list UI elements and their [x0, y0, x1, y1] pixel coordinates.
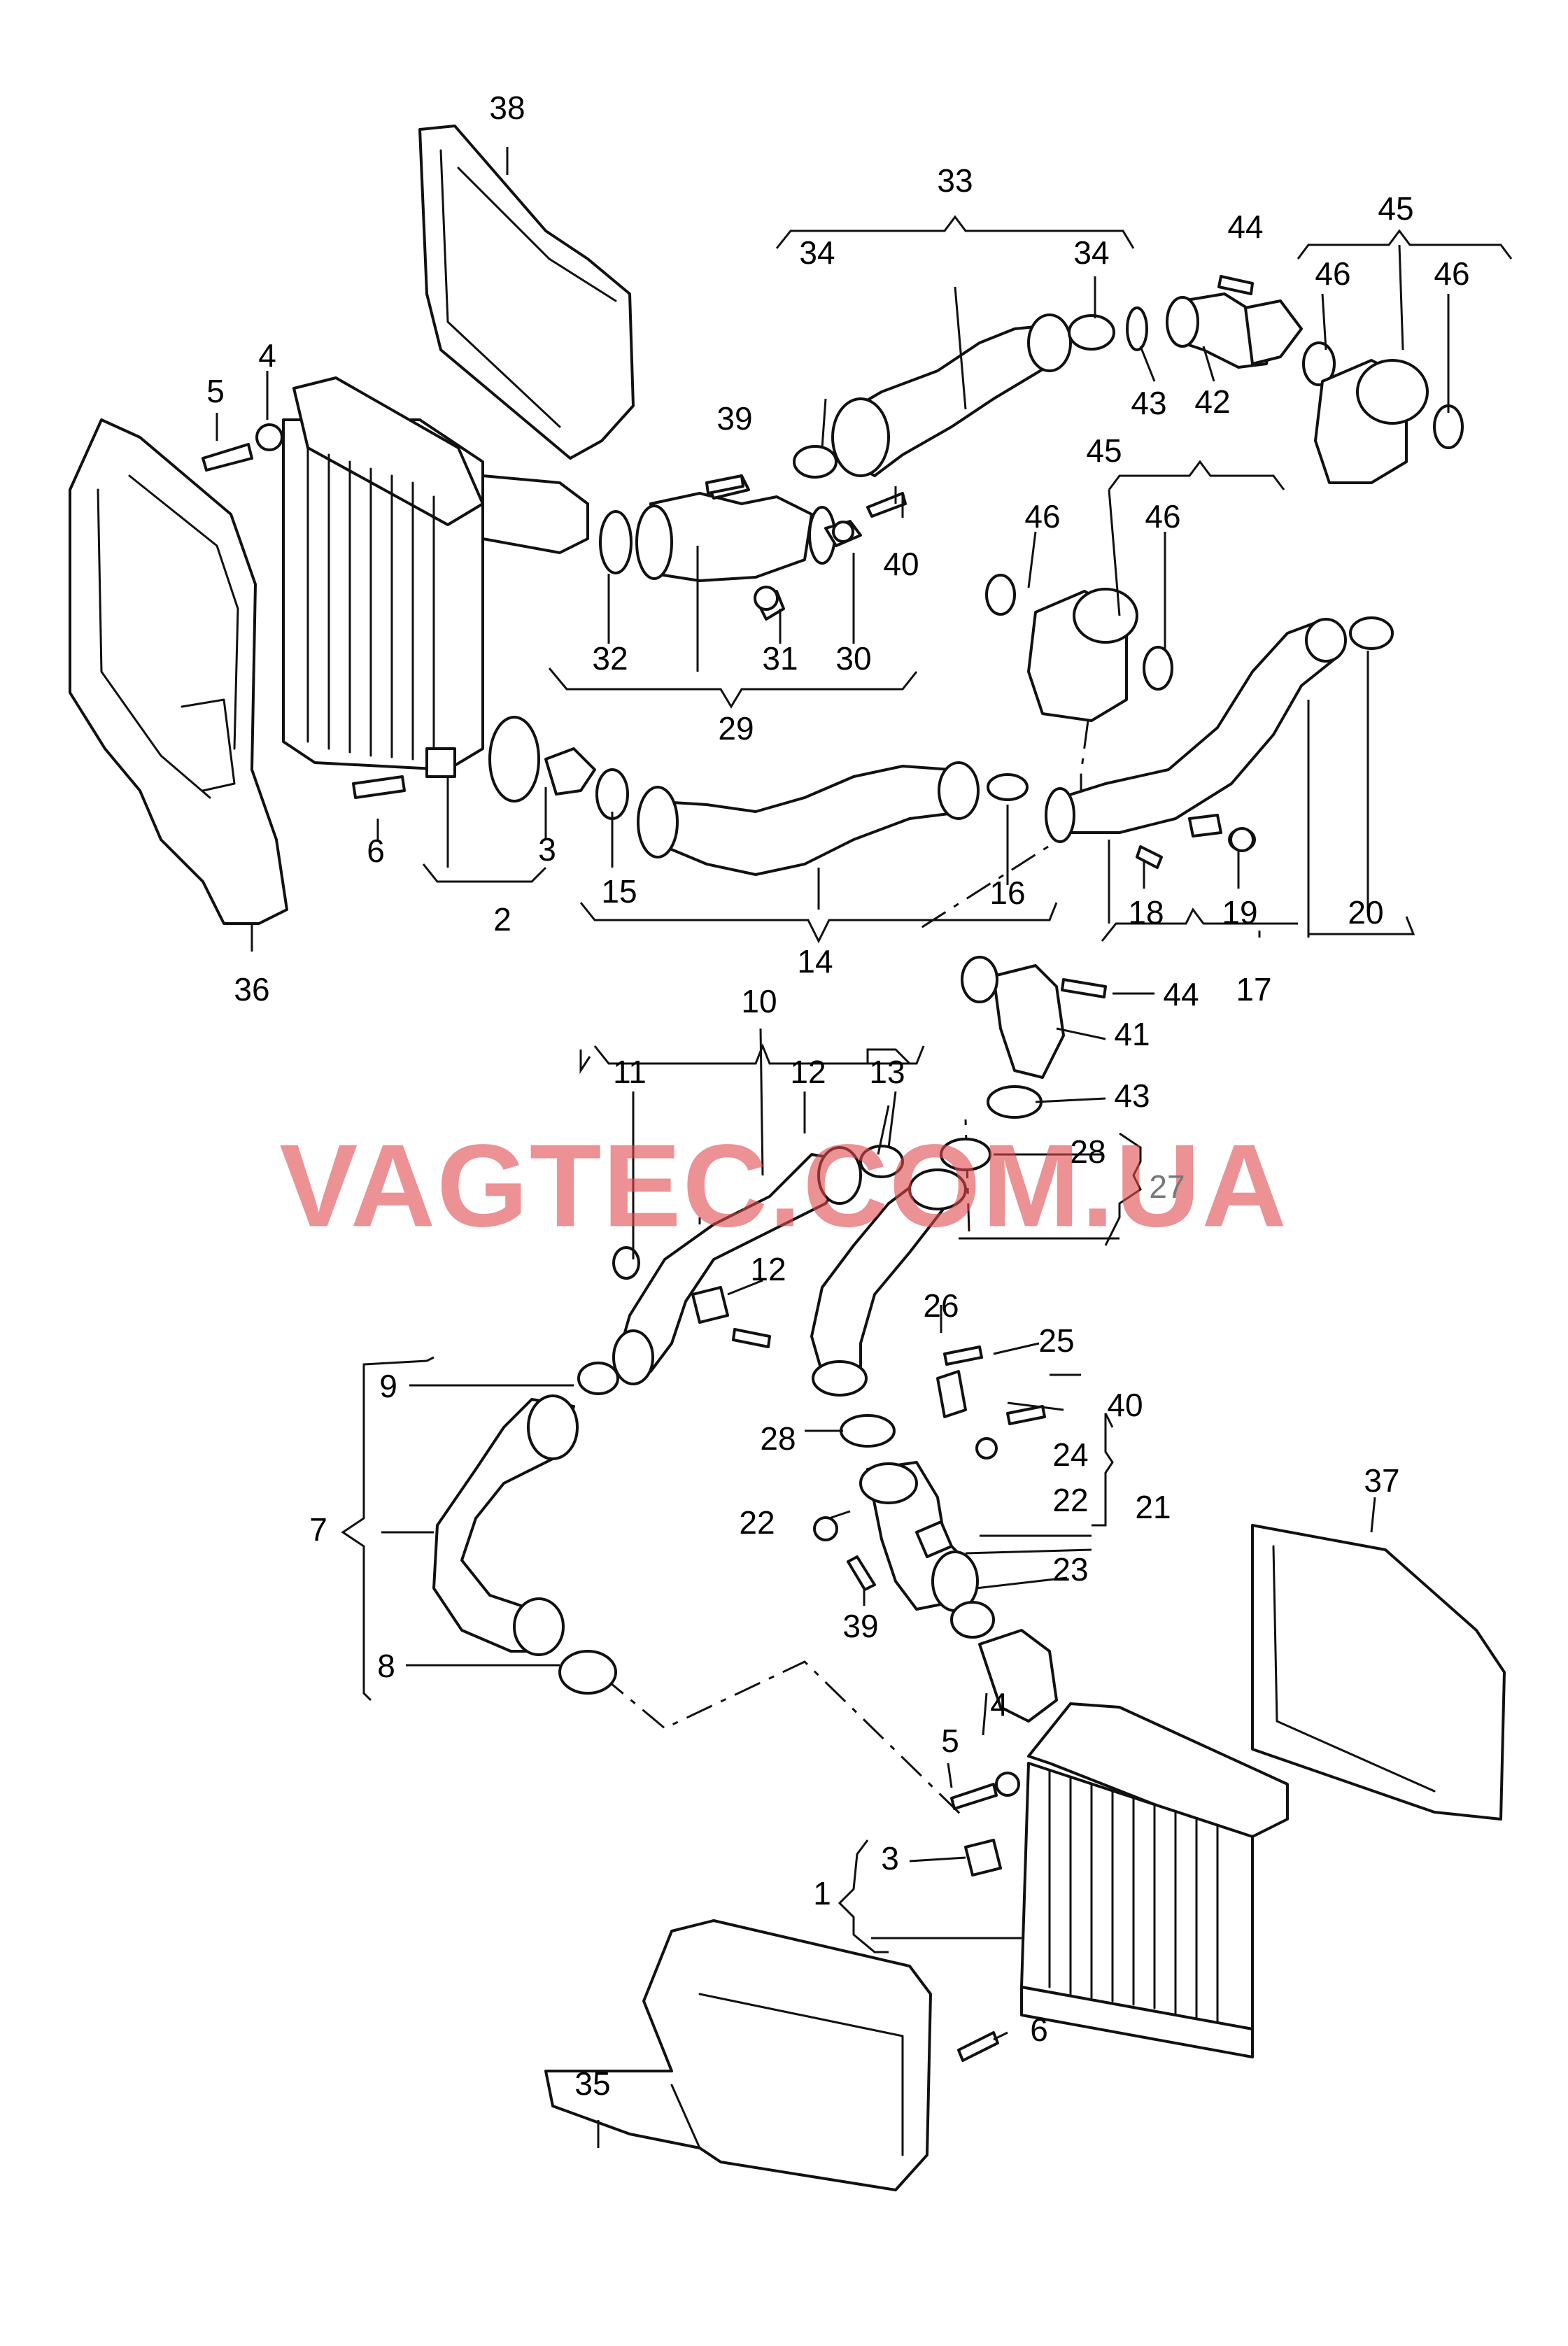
flange-41 [961, 956, 1065, 1119]
callout-6: 6 [367, 833, 385, 869]
hose-27 [810, 1138, 991, 1448]
callout-37: 37 [1364, 1462, 1399, 1499]
callout-26: 26 [923, 1287, 959, 1324]
callout-28: 28 [1070, 1133, 1106, 1170]
flange-42 [1126, 292, 1303, 369]
throttle-45-top [1302, 341, 1464, 484]
callout-labels: 1 2 3 3 4 4 5 5 6 6 7 8 9 10 11 12 12 13… [206, 90, 1469, 2102]
callout-5b: 5 [941, 1723, 959, 1759]
callout-46: 46 [1315, 255, 1350, 292]
callout-40b: 40 [1107, 1387, 1143, 1423]
callout-2: 2 [493, 901, 511, 938]
callout-8: 8 [377, 1648, 395, 1684]
callout-9: 9 [379, 1368, 397, 1404]
callout-15: 15 [601, 873, 637, 910]
throttle-45-mid [985, 574, 1173, 722]
callout-18: 18 [1128, 894, 1164, 931]
callout-19: 19 [1222, 894, 1257, 931]
watermark-text: VAGTEC.COM.UA [279, 1119, 1288, 1251]
intercooler-left-2 [282, 376, 484, 778]
callout-4b: 4 [990, 1686, 1008, 1723]
callout-30: 30 [835, 640, 871, 677]
fasteners [202, 275, 1255, 2062]
callout-42: 42 [1194, 383, 1230, 420]
callout-5: 5 [206, 373, 225, 409]
callout-24: 24 [1052, 1436, 1088, 1473]
callout-22: 22 [739, 1504, 775, 1541]
hose-10 [612, 1145, 904, 1385]
callout-25: 25 [1038, 1322, 1074, 1359]
callout-34b: 34 [1073, 234, 1109, 271]
hose-17 [1045, 616, 1394, 852]
callout-39: 39 [716, 400, 752, 437]
callout-38: 38 [489, 90, 525, 126]
callout-12b: 12 [750, 1251, 786, 1287]
callout-11: 11 [613, 1054, 647, 1090]
callout-22b: 22 [1052, 1482, 1088, 1518]
callout-40: 40 [883, 546, 919, 582]
leader-lines [216, 147, 1513, 2148]
callout-39b: 39 [842, 1608, 878, 1644]
callout-12: 12 [790, 1054, 826, 1090]
air-guide-37 [1251, 1524, 1506, 1821]
callout-34: 34 [799, 234, 835, 271]
callout-10: 10 [741, 983, 777, 1019]
callout-3b: 3 [881, 1840, 899, 1877]
intercooler-right-1 [964, 1629, 1289, 2058]
callout-41: 41 [1114, 1016, 1150, 1052]
pipe-21 [859, 1370, 995, 1639]
callout-45: 45 [1378, 190, 1413, 227]
callout-28b: 28 [760, 1420, 796, 1457]
callout-4: 4 [258, 337, 276, 374]
pipe-29 [481, 474, 862, 621]
callout-29: 29 [718, 710, 754, 747]
callout-16: 16 [989, 875, 1025, 911]
callout-14: 14 [797, 943, 833, 980]
callout-43b: 43 [1114, 1077, 1150, 1114]
callout-32: 32 [592, 640, 628, 677]
air-duct-35 [544, 1919, 932, 2191]
callout-43: 43 [1131, 385, 1166, 421]
callout-33: 33 [937, 162, 973, 199]
callout-46b: 46 [1434, 255, 1469, 292]
callout-13: 13 [869, 1054, 905, 1090]
callout-44b: 44 [1163, 976, 1199, 1012]
callout-6b: 6 [1030, 2012, 1048, 2048]
callout-44: 44 [1227, 209, 1263, 245]
callout-31: 31 [762, 640, 798, 677]
callout-45b: 45 [1086, 432, 1122, 469]
callout-23: 23 [1052, 1551, 1088, 1588]
callout-46c: 46 [1024, 498, 1060, 535]
callout-1: 1 [813, 1875, 831, 1912]
hose-33 [793, 313, 1115, 479]
air-duct-36 [69, 418, 288, 925]
air-guide-38 [418, 125, 635, 460]
callout-35: 35 [574, 2065, 610, 2102]
callout-3: 3 [538, 831, 556, 868]
callout-27: 27 [1149, 1168, 1185, 1205]
callout-20: 20 [1348, 894, 1383, 931]
hose-14 [488, 716, 1029, 876]
callout-21: 21 [1135, 1489, 1171, 1525]
hose-7 [432, 1362, 619, 1695]
callout-36: 36 [234, 971, 269, 1008]
callout-17: 17 [1236, 971, 1271, 1008]
callout-46d: 46 [1145, 498, 1180, 535]
callout-7: 7 [309, 1511, 327, 1548]
